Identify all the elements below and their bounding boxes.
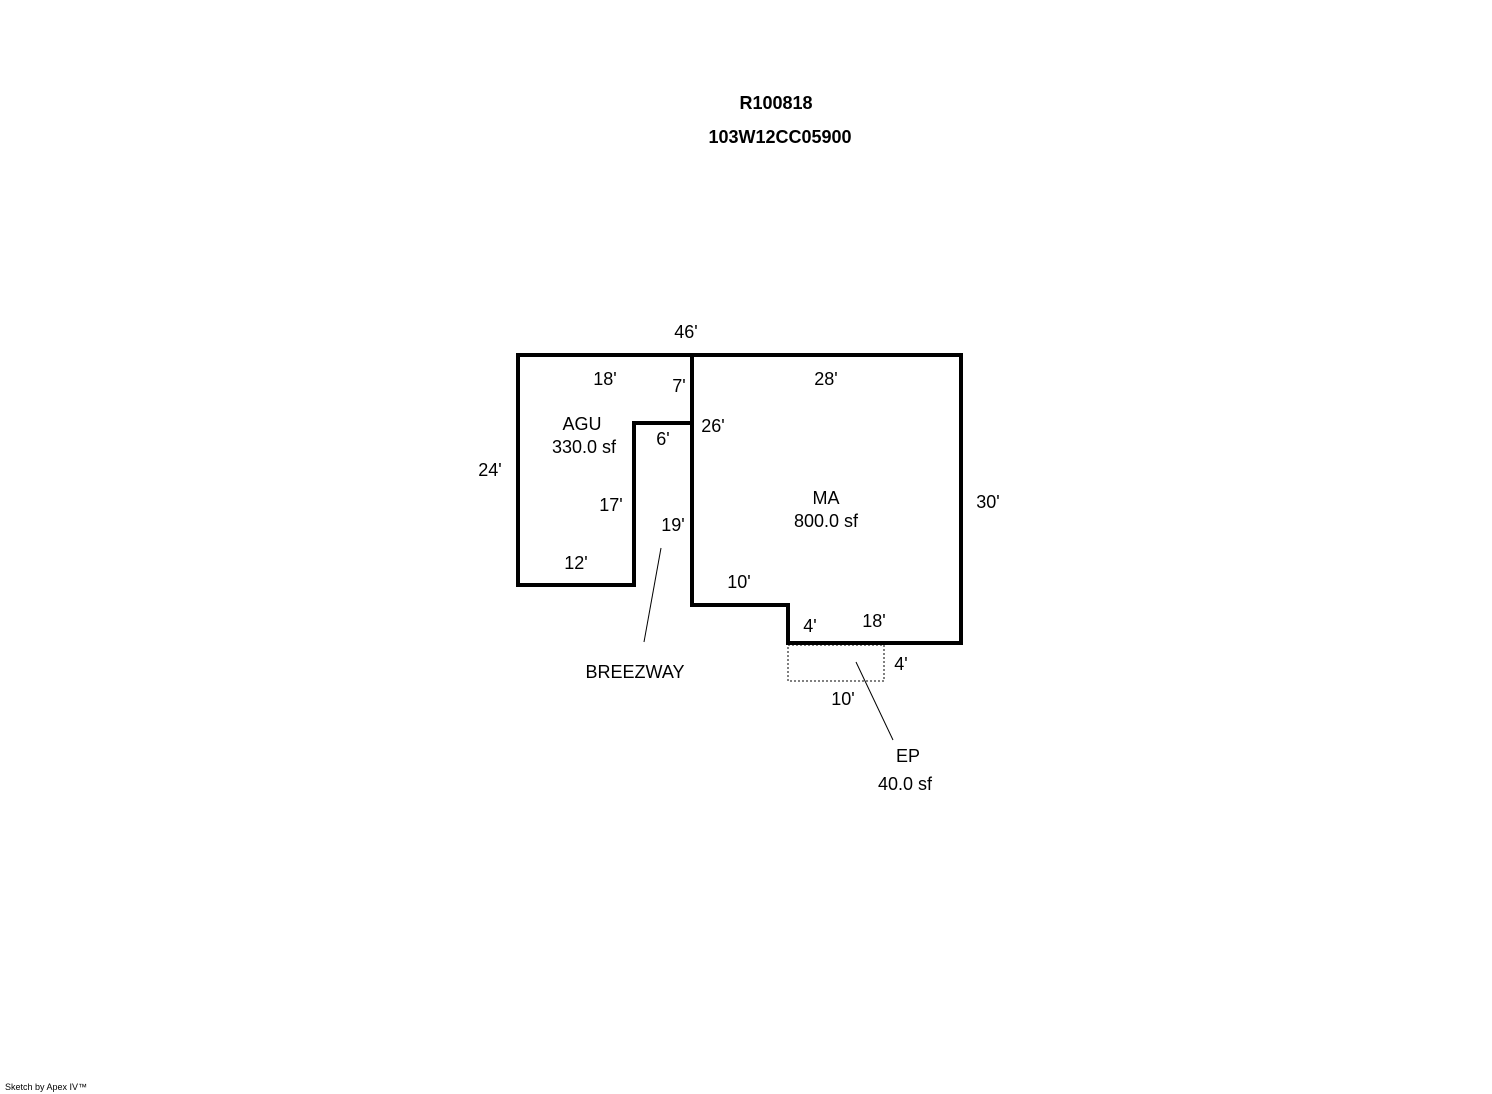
ma-outline — [690, 353, 963, 645]
sketch-title: R100818 — [739, 93, 812, 113]
sketch-credit: Sketch by Apex IV™ — [5, 1082, 87, 1092]
dim-top-total: 46' — [674, 322, 697, 342]
ma-area: 800.0 sf — [794, 511, 859, 531]
dim-ma-step: 4' — [803, 616, 816, 636]
dim-agu-bottom: 12' — [564, 553, 587, 573]
dim-agu-top: 18' — [593, 369, 616, 389]
ep-area: 40.0 sf — [878, 774, 933, 794]
breezway-label: BREEZWAY — [585, 662, 684, 682]
dim-ma-left-upper: 26' — [701, 416, 724, 436]
agu-area: 330.0 sf — [552, 437, 617, 457]
dim-ma-top: 28' — [814, 369, 837, 389]
ep-leader-line — [855, 661, 894, 741]
dim-ma-bottom-left: 10' — [727, 572, 750, 592]
breezway-leader-line — [643, 547, 662, 643]
dim-agu-inner-vertical: 17' — [599, 495, 622, 515]
dim-agu-notch-horizontal: 6' — [656, 429, 669, 449]
dim-agu-left: 24' — [478, 460, 501, 480]
dim-agu-notch-vertical: 7' — [672, 376, 685, 396]
dim-ma-left-lower: 19' — [661, 515, 684, 535]
sketch-subtitle: 103W12CC05900 — [708, 127, 851, 147]
dim-ep-side: 4' — [894, 654, 907, 674]
dim-ma-right: 30' — [976, 492, 999, 512]
ma-label: MA — [813, 488, 840, 508]
agu-label: AGU — [562, 414, 601, 434]
agu-outline — [516, 353, 694, 587]
ep-label: EP — [896, 746, 920, 766]
dim-ep-bottom: 10' — [831, 689, 854, 709]
dim-ma-bottom-right: 18' — [862, 611, 885, 631]
ep-outline — [787, 644, 885, 682]
